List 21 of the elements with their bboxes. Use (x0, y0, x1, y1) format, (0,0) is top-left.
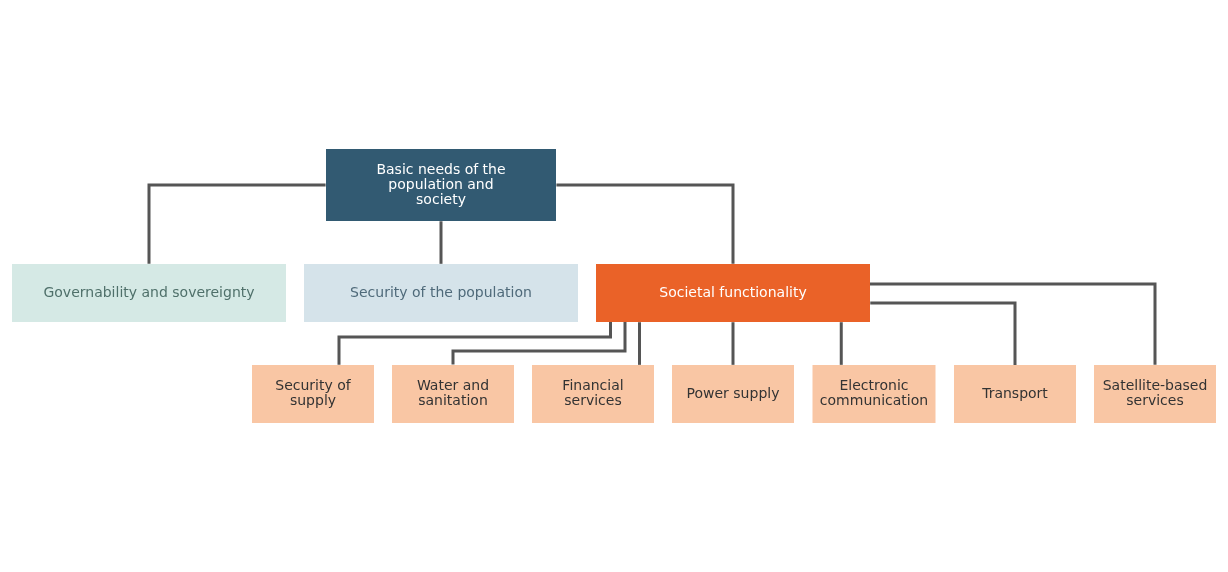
node-box: Water and sanitation (392, 365, 514, 423)
node-box: Societal functionality (596, 264, 870, 322)
connector (451, 322, 627, 365)
node-box: Power supply (672, 365, 794, 423)
connector (870, 301, 1017, 365)
node-box: Satellite-based services (1094, 365, 1216, 423)
connector (439, 221, 443, 264)
node-box: Electronic communication (812, 365, 936, 423)
node-box: Governability and sovereignty (12, 264, 286, 322)
connector (731, 322, 735, 365)
node-box: Financial services (532, 365, 654, 423)
connector (337, 322, 612, 365)
node-box: Security of the population (304, 264, 578, 322)
node-box: Security of supply (252, 365, 374, 423)
node-box: Transport (954, 365, 1076, 423)
connector (556, 183, 735, 264)
connector (839, 322, 843, 365)
connector (147, 183, 326, 264)
node-box: Basic needs of the population and society (326, 149, 556, 221)
connector (870, 282, 1157, 365)
connector (638, 322, 641, 365)
